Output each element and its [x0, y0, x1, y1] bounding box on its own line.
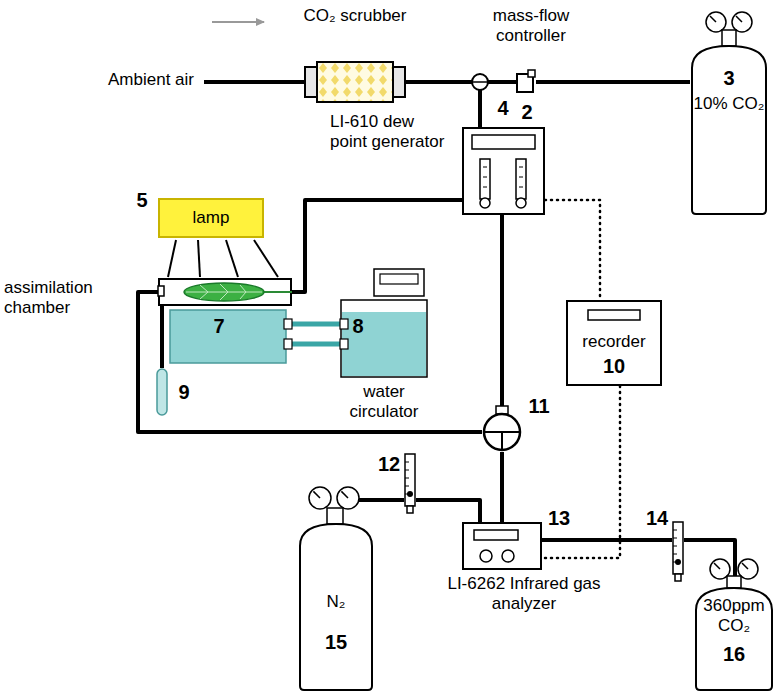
part-label: N₂ — [298, 592, 374, 612]
part-label: LI-610 dew point generator — [330, 112, 455, 152]
lamp: 5lamp — [130, 188, 272, 244]
signal-cable — [542, 386, 620, 558]
gas-cylinder: 360ppm CO₂ 16 — [692, 556, 778, 694]
water-circulator: 8 water circulator — [332, 262, 436, 424]
junction-valve-bar — [472, 81, 488, 83]
gas-cylinder-outline — [298, 484, 374, 692]
callout-number: 9 — [172, 380, 196, 404]
dew-point-generator-outline — [462, 127, 545, 215]
gas-line — [160, 306, 164, 368]
callout-number: 14 — [644, 506, 670, 530]
part-label: assimilation chamber — [4, 278, 132, 318]
infrared-gas-analyzer: 13LI-6262 Infrared gas analyzer — [420, 506, 630, 618]
mass-flow-controller: mass-flow controller 2 — [475, 4, 587, 128]
flowmeter: 14 — [644, 506, 688, 586]
recorder: recorder10 — [566, 300, 662, 386]
part-label: water circulator — [332, 382, 436, 422]
scrubber-column: CO₂ scrubber — [300, 4, 410, 108]
part-label: LI-6262 Infrared gas analyzer — [440, 574, 608, 614]
signal-cable — [545, 200, 600, 300]
part-label: 10% CO₂ — [690, 94, 768, 114]
gas-line — [138, 292, 482, 432]
dew-point-generator: 4LI-610 dew point generator — [330, 92, 550, 218]
flowmeter: 12 — [376, 450, 422, 518]
part-label: mass-flow controller — [475, 6, 587, 46]
ambient-air-inlet-line — [204, 80, 306, 84]
assimilation-chamber: assimilation chamber 7 — [2, 268, 298, 366]
callout-number: 15 — [298, 630, 374, 654]
callout-number: 7 — [202, 314, 236, 338]
gas-line — [500, 452, 504, 522]
water-pipe — [292, 324, 340, 344]
gas-cylinder: N₂ 15 — [296, 480, 380, 694]
callout-number: 2 — [511, 100, 543, 124]
gas-line — [542, 538, 672, 542]
gas-cylinder: 3 10% CO₂ — [688, 4, 770, 218]
gas-line — [405, 82, 480, 127]
flow-direction-arrow — [212, 21, 264, 23]
junction-valve — [472, 74, 488, 90]
scrubber-column-outline — [305, 62, 405, 102]
callout-number: 10 — [566, 354, 662, 378]
drain-tube-outline — [156, 368, 168, 416]
gas-line — [416, 500, 480, 522]
gas-line — [536, 80, 690, 84]
gas-line — [358, 498, 404, 502]
mass-flow-controller-outline — [516, 70, 536, 94]
three-way-valve-outline — [482, 406, 522, 452]
callout-number: 8 — [346, 314, 370, 338]
callout-number: 16 — [694, 642, 774, 666]
infrared-gas-analyzer-outline — [462, 522, 542, 570]
callout-number: 13 — [544, 506, 574, 530]
callout-number: 4 — [490, 96, 516, 120]
drain-tube: 9 — [154, 368, 198, 420]
gas-line — [500, 215, 504, 406]
lamp-rays — [168, 240, 278, 277]
flowmeter-outline — [404, 454, 416, 514]
part-label: lamp — [158, 208, 264, 228]
assimilation-chamber-outline — [158, 278, 292, 364]
part-label: CO₂ scrubber — [300, 6, 410, 26]
flowmeter-outline — [672, 522, 684, 582]
callout-number: 5 — [130, 188, 154, 212]
callout-number: 11 — [524, 394, 554, 418]
part-label: recorder — [566, 332, 662, 352]
callout-number: 12 — [376, 452, 402, 476]
part-label: 360ppm CO₂ — [694, 596, 774, 636]
callout-number: 3 — [690, 66, 768, 90]
inlet-label: Ambient air — [108, 70, 218, 90]
three-way-valve: 11 — [478, 394, 554, 454]
